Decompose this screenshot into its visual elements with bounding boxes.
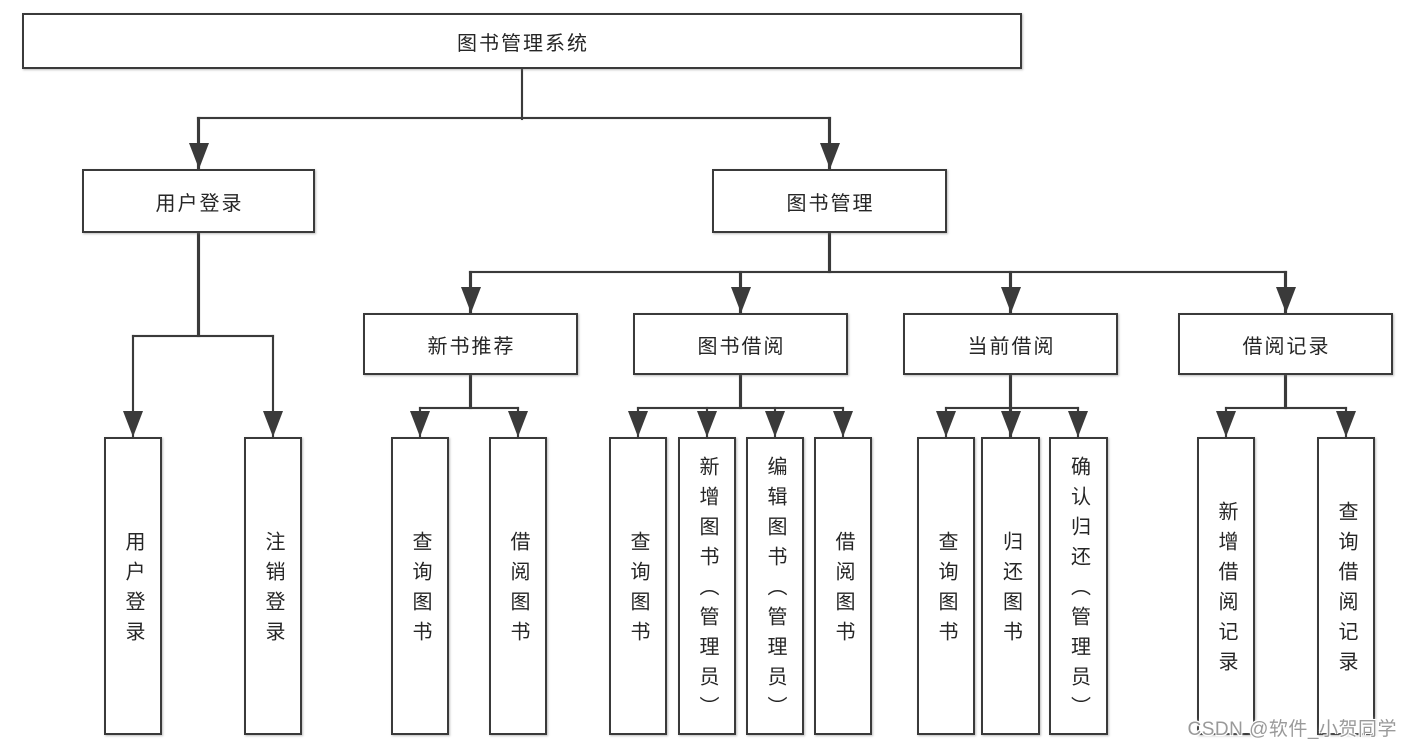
arrowhead-down-icon — [1068, 411, 1088, 437]
connector-line — [469, 371, 472, 410]
connector-line — [418, 406, 520, 410]
node-label: 图书管理系统 — [457, 32, 589, 55]
connector-line — [197, 116, 831, 120]
connector-line — [739, 371, 742, 410]
arrowhead-down-icon — [263, 411, 283, 437]
connector-line — [131, 334, 275, 338]
arrowhead-down-icon — [460, 287, 481, 313]
watermark: CSDN @软件_小贺同学 — [1187, 719, 1397, 740]
node-label: 图书管理 — [786, 192, 875, 215]
node-label: 查询图书 — [935, 531, 957, 651]
node-label: 注销登录 — [262, 531, 284, 651]
node-root: 图书管理系统 — [22, 13, 1022, 69]
node-label: 查询图书 — [409, 531, 431, 651]
arrowhead-down-icon — [1275, 287, 1296, 313]
node-label: 新增图书（管理员） — [696, 456, 718, 726]
node-label: 新增借阅记录 — [1215, 501, 1237, 681]
node-label: 借阅图书 — [507, 531, 529, 651]
node-leaf-confirm-return-admin: 确认归还（管理员） — [1049, 437, 1108, 735]
connector-line — [1284, 371, 1287, 410]
node-leaf-borrow-books-rec: 借阅图书 — [489, 437, 547, 735]
arrowhead-down-icon — [508, 411, 528, 437]
node-leaf-return-books: 归还图书 — [981, 437, 1040, 735]
arrowhead-down-icon — [697, 411, 717, 437]
node-leaf-edit-books-admin: 编辑图书（管理员） — [746, 437, 804, 735]
node-label: 借阅图书 — [832, 531, 854, 651]
connector-line — [828, 229, 831, 274]
connector-line — [1224, 406, 1348, 410]
arrowhead-down-icon — [936, 411, 956, 437]
node-label: 当前借阅 — [967, 335, 1056, 358]
arrowhead-down-icon — [1000, 411, 1021, 437]
node-leaf-query-books-current: 查询图书 — [917, 437, 975, 735]
node-leaf-add-books-admin: 新增图书（管理员） — [678, 437, 736, 735]
node-label: 查询借阅记录 — [1335, 501, 1357, 681]
node-label: 编辑图书（管理员） — [764, 456, 786, 726]
connector-line — [1009, 371, 1012, 410]
node-label: 归还图书 — [999, 531, 1022, 651]
node-label: 图书借阅 — [697, 335, 786, 358]
connector-line — [636, 406, 845, 410]
node-label: 查询图书 — [627, 531, 649, 651]
connector-line — [944, 406, 1080, 410]
connector-line — [271, 334, 275, 439]
connector-line — [131, 334, 135, 439]
node-label: 新书推荐 — [427, 335, 516, 358]
connector-line — [520, 64, 524, 121]
node-leaf-query-borrow-record: 查询借阅记录 — [1317, 437, 1375, 735]
arrowhead-down-icon — [1000, 287, 1021, 313]
arrowhead-down-icon — [819, 143, 840, 169]
arrowhead-down-icon — [628, 411, 648, 437]
node-leaf-logout: 注销登录 — [244, 437, 302, 735]
arrowhead-down-icon — [833, 411, 853, 437]
arrowhead-down-icon — [188, 143, 209, 169]
connector-line — [197, 229, 200, 338]
node-leaf-query-books-rec: 查询图书 — [391, 437, 449, 735]
connector-line — [469, 270, 1287, 274]
node-leaf-query-books-borrow: 查询图书 — [609, 437, 667, 735]
arrowhead-down-icon — [123, 411, 143, 437]
arrowhead-down-icon — [1216, 411, 1236, 437]
node-current-borrowing: 当前借阅 — [903, 313, 1118, 375]
node-label: 确认归还（管理员） — [1067, 456, 1090, 726]
node-leaf-borrow-books: 借阅图书 — [814, 437, 872, 735]
node-new-book-recommend: 新书推荐 — [363, 313, 578, 375]
node-borrowing-records: 借阅记录 — [1178, 313, 1393, 375]
node-user-login: 用户登录 — [82, 169, 315, 233]
node-book-management: 图书管理 — [712, 169, 947, 233]
node-label: 用户登录 — [155, 192, 244, 215]
node-book-borrowing: 图书借阅 — [633, 313, 848, 375]
arrowhead-down-icon — [765, 411, 785, 437]
node-label: 借阅记录 — [1242, 335, 1331, 358]
node-label: 用户登录 — [122, 531, 144, 651]
arrowhead-down-icon — [1336, 411, 1356, 437]
arrowhead-down-icon — [410, 411, 430, 437]
arrowhead-down-icon — [730, 287, 751, 313]
node-leaf-user-login: 用户登录 — [104, 437, 162, 735]
node-leaf-add-borrow-record: 新增借阅记录 — [1197, 437, 1255, 735]
